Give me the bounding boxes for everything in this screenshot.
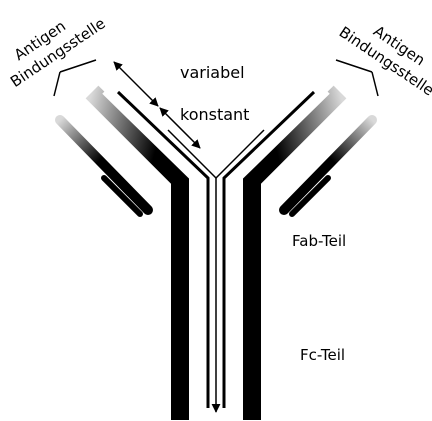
fab-label: Fab-Teil <box>292 232 346 250</box>
antigen-bracket-right <box>336 60 378 96</box>
heavy-chain-left <box>92 92 192 420</box>
antigen-bracket-left <box>54 60 96 96</box>
variable-region-arrow <box>114 62 158 106</box>
light-chain-left <box>60 110 162 214</box>
constant-label: konstant <box>180 105 249 124</box>
heavy-chain-right <box>240 92 340 420</box>
light-chain-right <box>270 110 372 214</box>
variable-label: variabel <box>180 63 245 82</box>
fc-label: Fc-Teil <box>300 346 345 364</box>
